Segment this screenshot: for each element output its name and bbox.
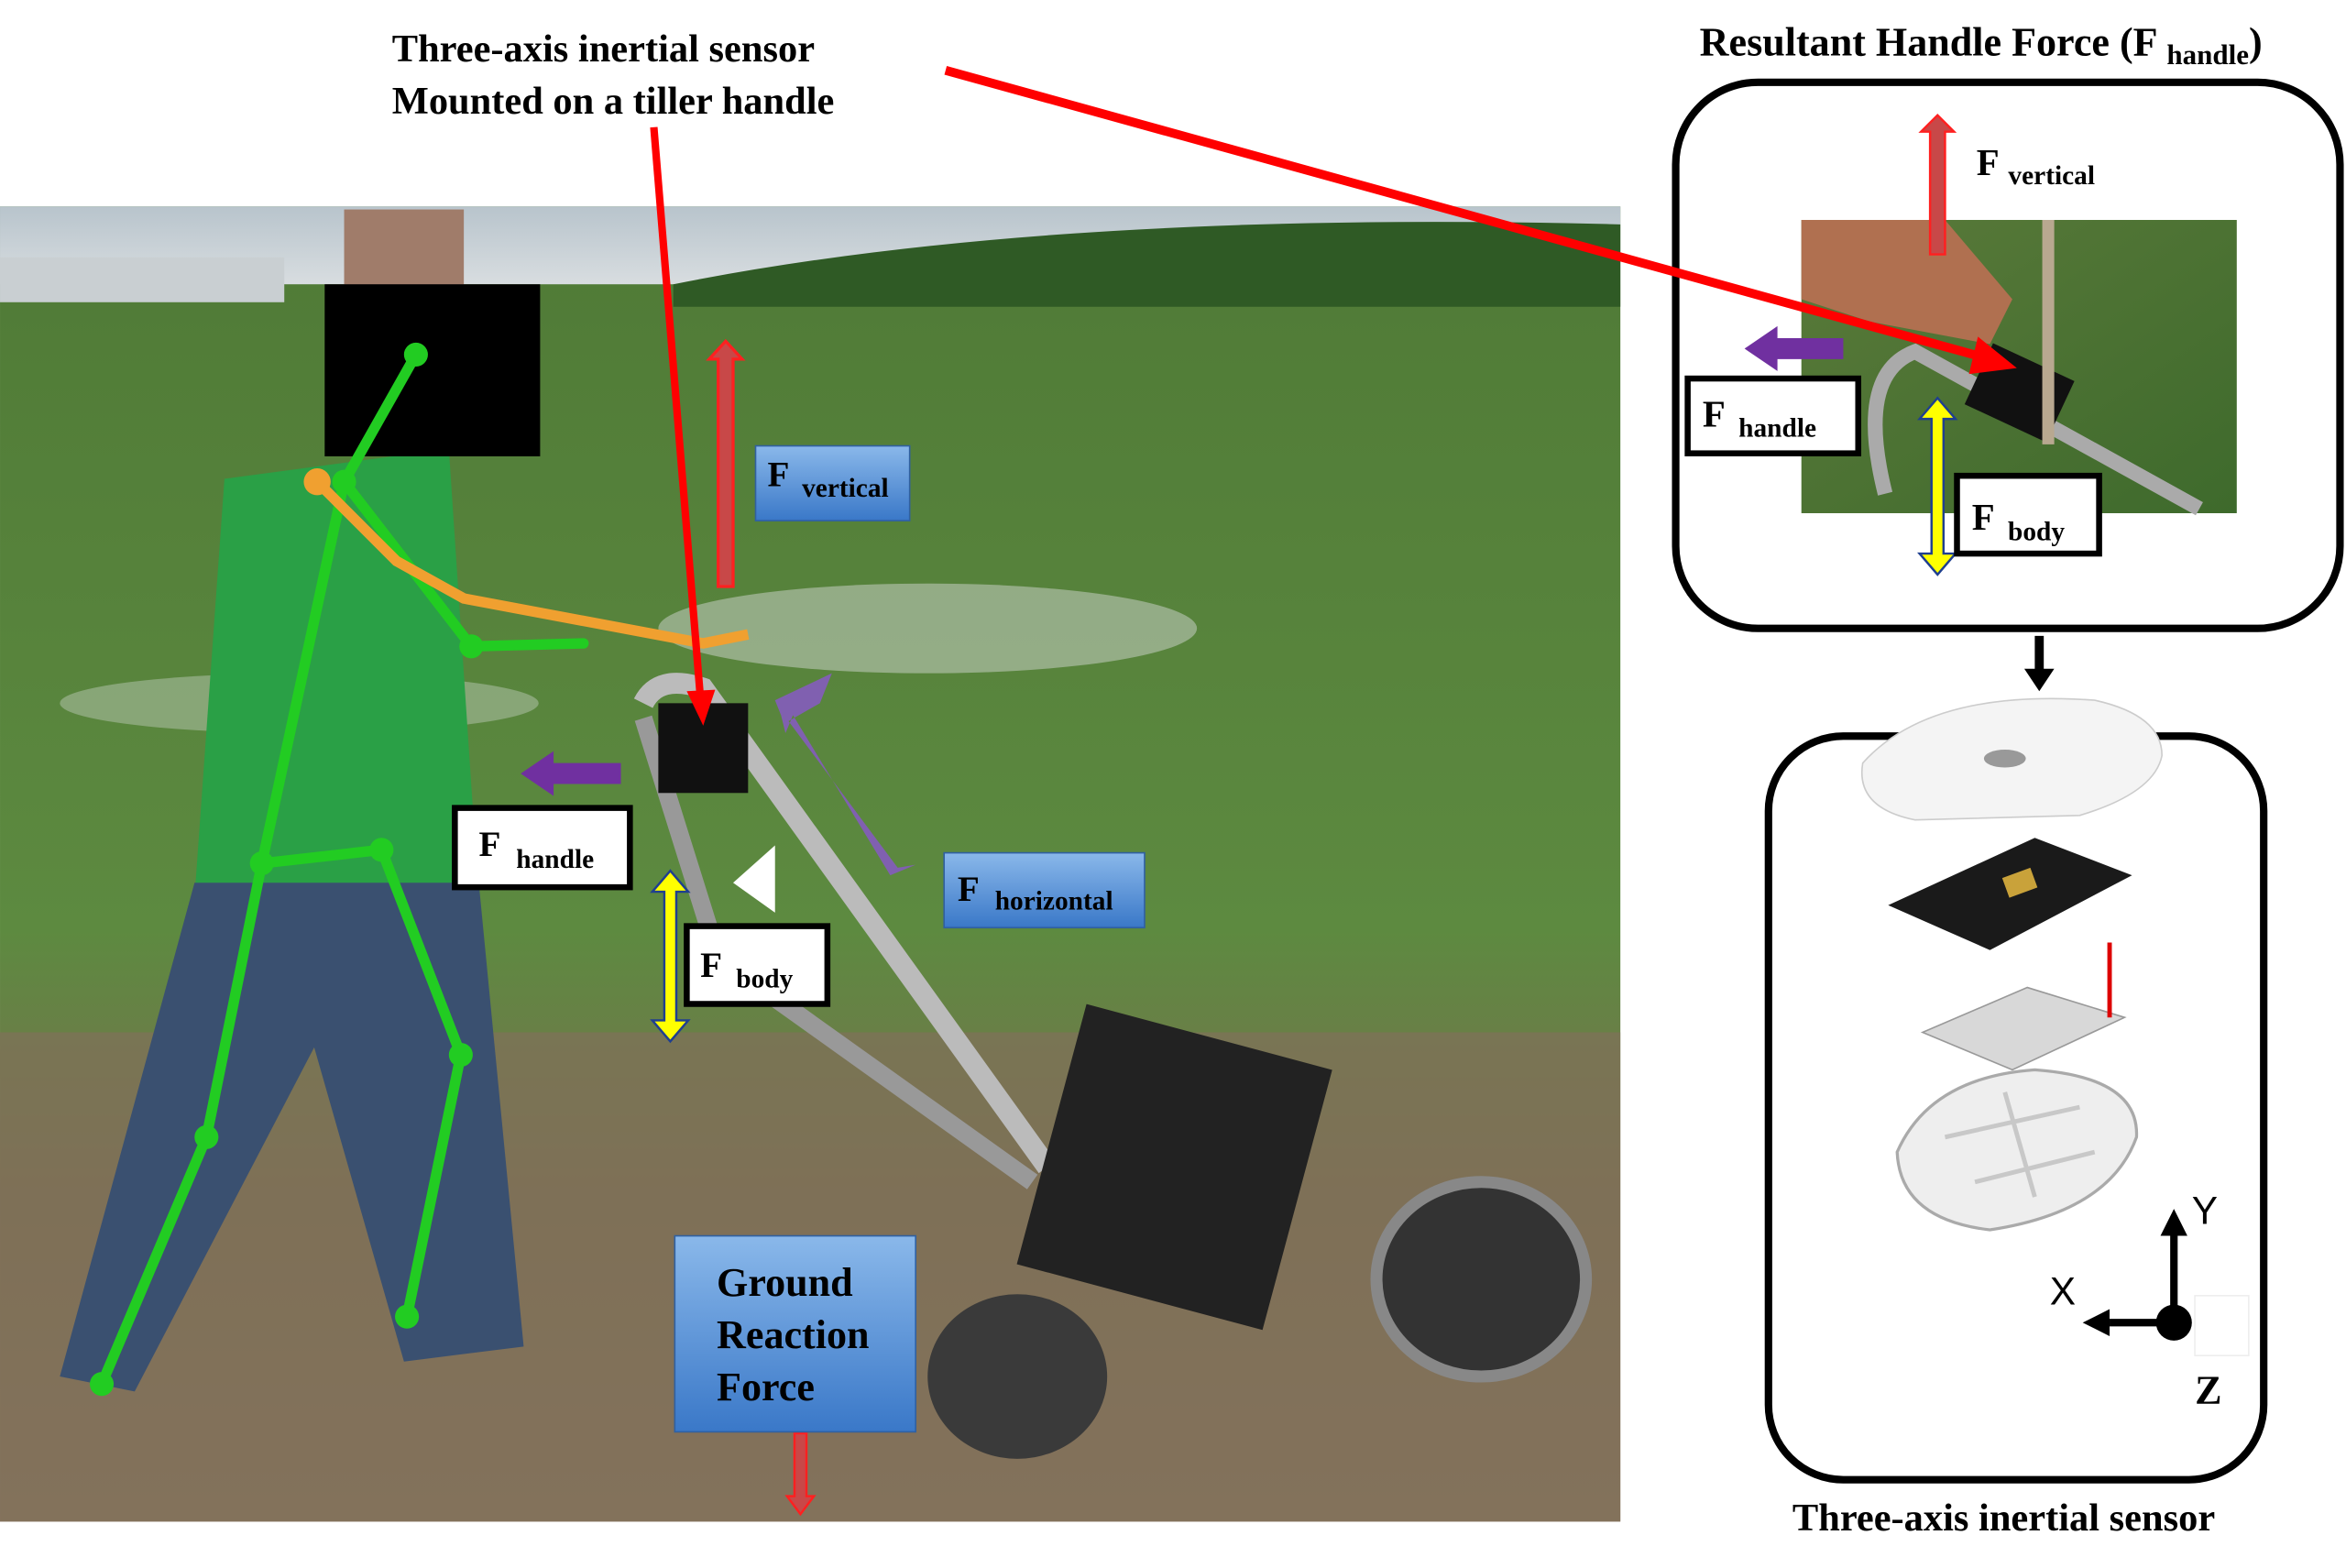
face-blur-box	[324, 284, 541, 456]
svg-text:Reaction: Reaction	[717, 1312, 869, 1357]
pointer-arrow-to-inset	[944, 66, 1991, 364]
sensor-caption: Three-axis inertial sensor	[1792, 1497, 2215, 1540]
handle-force-arrow	[521, 751, 621, 796]
direction-triangle	[733, 845, 775, 913]
axis-z-label: Z	[2195, 1367, 2221, 1412]
svg-text:vertical: vertical	[802, 474, 889, 503]
callout-line-1: Three-axis inertial sensor	[392, 27, 815, 71]
resultant-f-handle: F handle	[1684, 375, 1862, 456]
svg-text:handle: handle	[516, 845, 594, 874]
down-arrow	[2023, 635, 2055, 692]
label-f-horizontal: F horizontal	[943, 851, 1146, 929]
resultant-f-body: F body	[1954, 472, 2102, 557]
label-ground-reaction-force: Ground Reaction Force	[674, 1234, 917, 1433]
svg-text:body: body	[2008, 517, 2065, 546]
arm-segment	[313, 477, 750, 649]
axis-x-label: X	[2050, 1270, 2076, 1313]
pointer-arrow-to-sensor	[650, 126, 705, 696]
svg-text:F: F	[1703, 393, 1726, 434]
vertical-force-arrow	[706, 338, 746, 588]
svg-text:F: F	[1972, 497, 1995, 538]
svg-text:horizontal: horizontal	[995, 887, 1113, 916]
handle-closeup-photo	[1801, 219, 2237, 516]
svg-text:Force: Force	[717, 1365, 815, 1409]
resultant-vertical-arrow	[1918, 113, 1957, 256]
ground-force-arrow	[784, 1431, 817, 1517]
svg-text:F: F	[700, 946, 722, 985]
resultant-handle-arrow	[1744, 325, 1844, 371]
svg-text:Ground: Ground	[717, 1260, 853, 1305]
label-f-body: F body	[684, 923, 831, 1007]
label-f-handle: F handle	[452, 805, 633, 891]
sensor-exploded-view	[1860, 697, 2163, 1232]
resultant-body-arrow	[1917, 396, 1958, 576]
svg-text:F: F	[478, 825, 500, 864]
label-f-vertical: F vertical	[754, 444, 911, 521]
svg-text:body: body	[736, 965, 793, 994]
pointer-arrowhead	[1968, 336, 2017, 375]
svg-text:F: F	[958, 870, 980, 909]
pointer-arrowhead-2	[686, 689, 716, 726]
axis-indicator: Y X Z	[2050, 1189, 2250, 1412]
skeleton-joints	[89, 342, 484, 1397]
svg-text:handle: handle	[1738, 414, 1816, 444]
svg-text:F: F	[768, 455, 790, 495]
callout-line-2: Mounted on a tiller handle	[392, 80, 835, 123]
body-force-arrow	[650, 869, 691, 1044]
tiller	[633, 673, 1593, 1459]
joint-orange	[303, 468, 331, 496]
axis-y-label: Y	[2192, 1189, 2218, 1232]
